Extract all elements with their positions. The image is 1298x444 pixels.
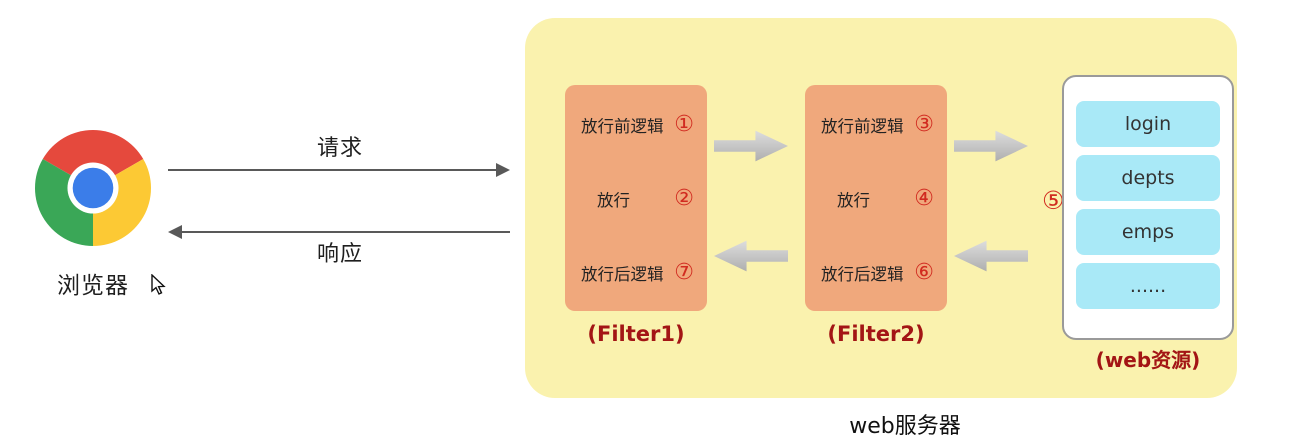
filter2-before-row: 放行前逻辑 ③: [821, 113, 934, 137]
step-1-badge: ①: [674, 112, 694, 137]
resource-item-login: login: [1076, 101, 1220, 147]
response-arrow-shaft: [180, 231, 510, 233]
step-7-badge: ⑦: [674, 260, 694, 285]
step-4-badge: ④: [914, 186, 934, 211]
mouse-cursor-icon: [151, 274, 166, 295]
filter1-before-label: 放行前逻辑: [581, 117, 664, 136]
request-label: 请求: [316, 136, 363, 161]
resource-item-more: ......: [1076, 263, 1220, 309]
filter2-before-label: 放行前逻辑: [821, 117, 904, 136]
response-arrow: [168, 224, 510, 240]
filter2-name: (Filter2): [827, 322, 925, 346]
filter1-after-label: 放行后逻辑: [581, 265, 664, 284]
filter2-after-label: 放行后逻辑: [821, 265, 904, 284]
filter2-after-row: 放行后逻辑 ⑥: [821, 261, 934, 285]
step-5-badge: ⑤: [1042, 186, 1065, 215]
web-resource-name: (web资源): [1095, 348, 1201, 372]
filter1-pass-label: 放行: [597, 191, 630, 210]
filter2-box: 放行前逻辑 ③ 放行 ④ 放行后逻辑 ⑥: [805, 85, 947, 311]
filter2-pass-row: 放行 ④: [821, 187, 934, 211]
filter1-before-row: 放行前逻辑 ①: [581, 113, 694, 137]
step-3-badge: ③: [914, 112, 934, 137]
response-arrow-head-icon: [168, 225, 182, 239]
filter1-box: 放行前逻辑 ① 放行 ② 放行后逻辑 ⑦: [565, 85, 707, 311]
step-2-badge: ②: [674, 186, 694, 211]
step-6-badge: ⑥: [914, 260, 934, 285]
filter2-pass-label: 放行: [837, 191, 870, 210]
filter1-after-row: 放行后逻辑 ⑦: [581, 261, 694, 285]
filter1-pass-row: 放行 ②: [581, 187, 694, 211]
filter1-name: (Filter1): [587, 322, 685, 346]
response-label: 响应: [316, 242, 363, 267]
request-arrow-head-icon: [496, 163, 510, 177]
web-resource-box: login depts emps ......: [1062, 75, 1234, 340]
resource-item-emps: emps: [1076, 209, 1220, 255]
request-arrow-shaft: [168, 169, 498, 171]
request-arrow: [168, 162, 510, 178]
resource-item-depts: depts: [1076, 155, 1220, 201]
browser-label: 浏览器: [57, 273, 129, 299]
chrome-browser-icon: [35, 130, 151, 246]
web-server-label: web服务器: [849, 414, 961, 439]
